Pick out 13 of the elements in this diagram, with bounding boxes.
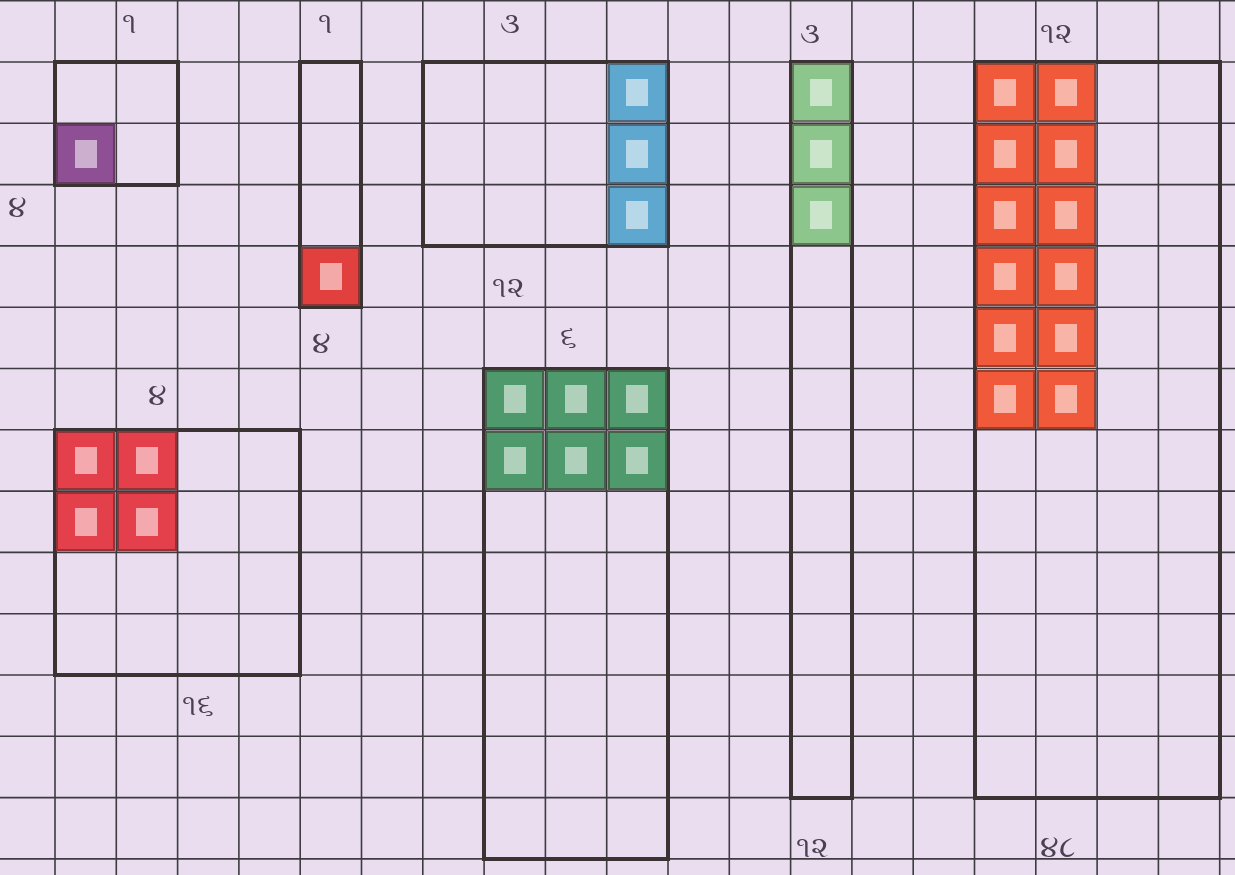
number-label: ૧૬ [182, 690, 214, 720]
number-label: ૧૨ [1040, 18, 1073, 48]
number-label: ૩ [500, 8, 520, 38]
number-label: ૬ [560, 322, 577, 352]
number-label: ૧ [122, 8, 137, 38]
number-label: ૧ [318, 8, 333, 38]
number-label: ૪ [8, 192, 27, 222]
number-label: ૪ [312, 328, 331, 358]
number-label: ૧૨ [796, 832, 829, 862]
number-label: ૪૮ [1040, 832, 1076, 862]
number-label: ૪ [148, 380, 167, 410]
number-label: ૧૨ [492, 272, 525, 302]
number-label: ૩ [800, 18, 820, 48]
